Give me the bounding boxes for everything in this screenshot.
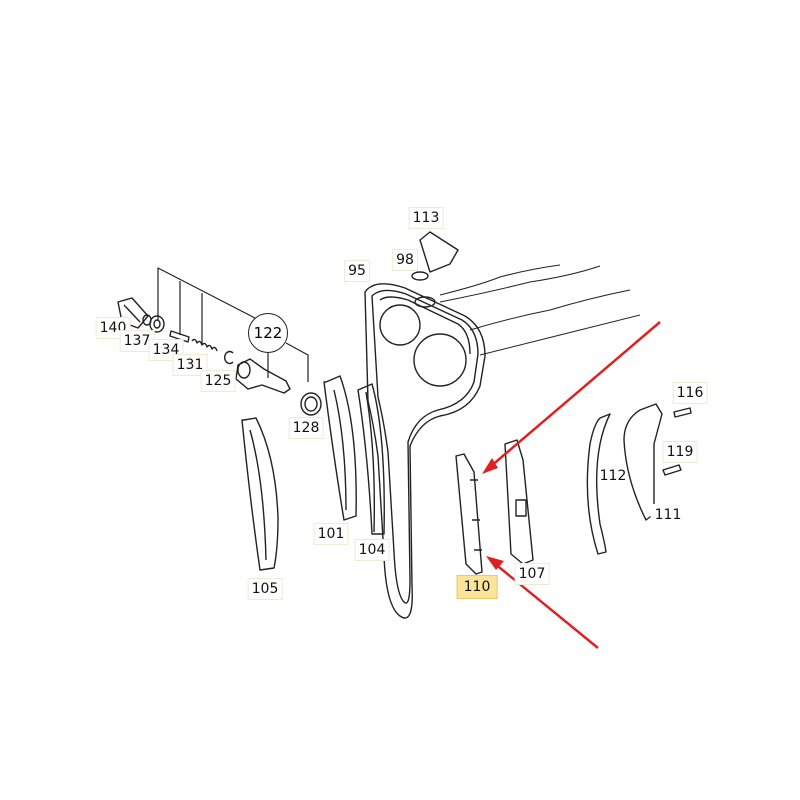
part-111-tensioner-arm <box>623 403 663 521</box>
label-101: 101 <box>313 523 349 545</box>
part-113-guide <box>419 231 459 273</box>
part-95-timing-chain <box>364 283 486 619</box>
part-101-rail <box>323 375 357 521</box>
part-116-pin <box>673 407 692 418</box>
label-137: 137 <box>119 330 155 352</box>
arrow-upper <box>489 321 661 468</box>
arrow-lower-head <box>486 556 504 570</box>
label-128: 128 <box>288 417 324 439</box>
part-125-clip <box>223 350 234 365</box>
part-104-rail <box>357 383 385 535</box>
label-105: 105 <box>247 578 283 600</box>
part-98-chain-link <box>411 271 436 308</box>
label-119: 119 <box>662 441 698 463</box>
camshaft-lines <box>439 264 641 356</box>
label-113: 113 <box>408 207 444 229</box>
label-116: 116 <box>672 382 708 404</box>
part-122-tensioner <box>235 358 291 394</box>
part-137-washer <box>149 315 165 333</box>
label-95: 95 <box>344 260 370 282</box>
part-107-guide-rail <box>504 439 534 565</box>
part-128-seal <box>300 392 322 416</box>
label-98: 98 <box>392 249 418 271</box>
part-112-rail <box>586 413 611 555</box>
part-119-pin <box>662 464 682 476</box>
label-111: 111 <box>650 504 686 526</box>
part-131-spring <box>191 338 218 352</box>
label-125: 125 <box>200 370 236 392</box>
label-112: 112 <box>599 468 627 484</box>
part-134-pin <box>169 330 190 343</box>
label-107: 107 <box>514 563 550 585</box>
pointer-arrows <box>482 321 661 649</box>
label-122-group: 122 <box>248 313 288 353</box>
leader-lines <box>157 267 309 382</box>
arrow-upper-head <box>482 458 498 474</box>
label-104: 104 <box>354 539 390 561</box>
part-105-rail <box>241 417 279 571</box>
label-110-highlighted: 110 <box>456 575 498 599</box>
label-131: 131 <box>172 354 208 376</box>
part-110-guide-rail <box>455 453 483 575</box>
arrow-lower <box>493 562 599 649</box>
